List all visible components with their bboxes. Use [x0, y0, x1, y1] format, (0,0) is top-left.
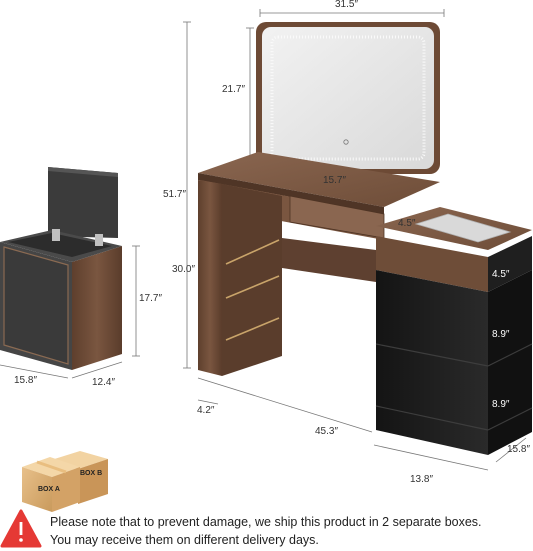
drawer-width-label: 15.7″ — [323, 175, 347, 186]
box-b-label: BOX B — [80, 470, 103, 477]
stool-depth-label: 12.4″ — [92, 377, 116, 388]
storage-stool — [0, 167, 122, 370]
total-width-label: 45.3″ — [315, 426, 339, 437]
box-a-label: BOX A — [38, 486, 60, 493]
side-drawer-depth-label: 4.5″ — [398, 218, 416, 229]
warning-icon — [0, 509, 42, 548]
shipping-boxes-icon — [22, 451, 108, 512]
vanity-desk — [198, 152, 533, 455]
leg-width-label: 4.2″ — [197, 405, 215, 416]
total-height-label: 51.7″ — [163, 189, 187, 200]
drawer1-height-label: 4.5″ — [492, 269, 510, 280]
cabinet-width-label: 13.8″ — [410, 474, 434, 485]
mirror-width-label: 31.5″ — [335, 0, 359, 10]
cabinet-depth-label: 15.8″ — [507, 444, 531, 455]
mirror-height-label: 21.7″ — [222, 84, 246, 95]
shipping-notice-line2: You may receive them on different delive… — [50, 533, 319, 547]
table-height-label: 30.0″ — [172, 264, 196, 275]
stool-width-label: 15.8″ — [14, 375, 38, 386]
drawer2-height-label: 8.9″ — [492, 329, 510, 340]
drawer3-height-label: 8.9″ — [492, 399, 510, 410]
stool-height-label: 17.7″ — [139, 293, 163, 304]
shipping-notice-line1: Please note that to prevent damage, we s… — [50, 515, 482, 529]
led-mirror — [256, 22, 440, 174]
